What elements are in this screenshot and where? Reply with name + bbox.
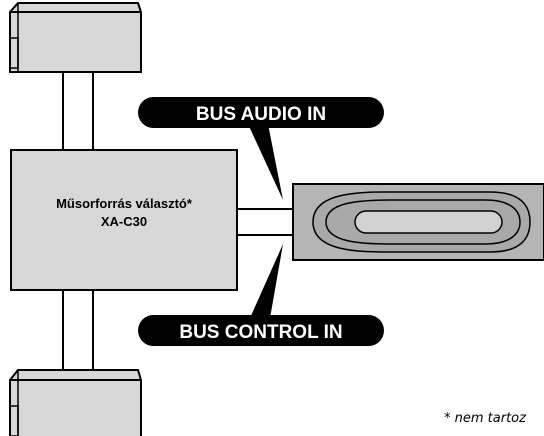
bus-control-in-label: BUS CONTROL IN bbox=[179, 322, 342, 343]
selector-line2: XA-C30 bbox=[101, 214, 147, 229]
car-audio-head-unit-icon bbox=[292, 183, 544, 261]
footnote: * nem tartoz bbox=[444, 411, 526, 426]
bottom-cable bbox=[62, 290, 94, 370]
bus-audio-in-callout: BUS AUDIO IN bbox=[138, 97, 384, 200]
bus-audio-in-label: BUS AUDIO IN bbox=[196, 104, 326, 125]
source-selector-box: Műsorforrás választó* XA-C30 bbox=[10, 149, 238, 291]
head-unit-cables bbox=[237, 208, 293, 236]
bus-control-in-callout: BUS CONTROL IN bbox=[138, 244, 384, 346]
bottom-cd-changer-icon bbox=[9, 369, 142, 436]
top-cable bbox=[62, 72, 94, 150]
top-cd-changer-icon bbox=[9, 1, 142, 73]
selector-line1: Műsorforrás választó* bbox=[56, 196, 193, 211]
